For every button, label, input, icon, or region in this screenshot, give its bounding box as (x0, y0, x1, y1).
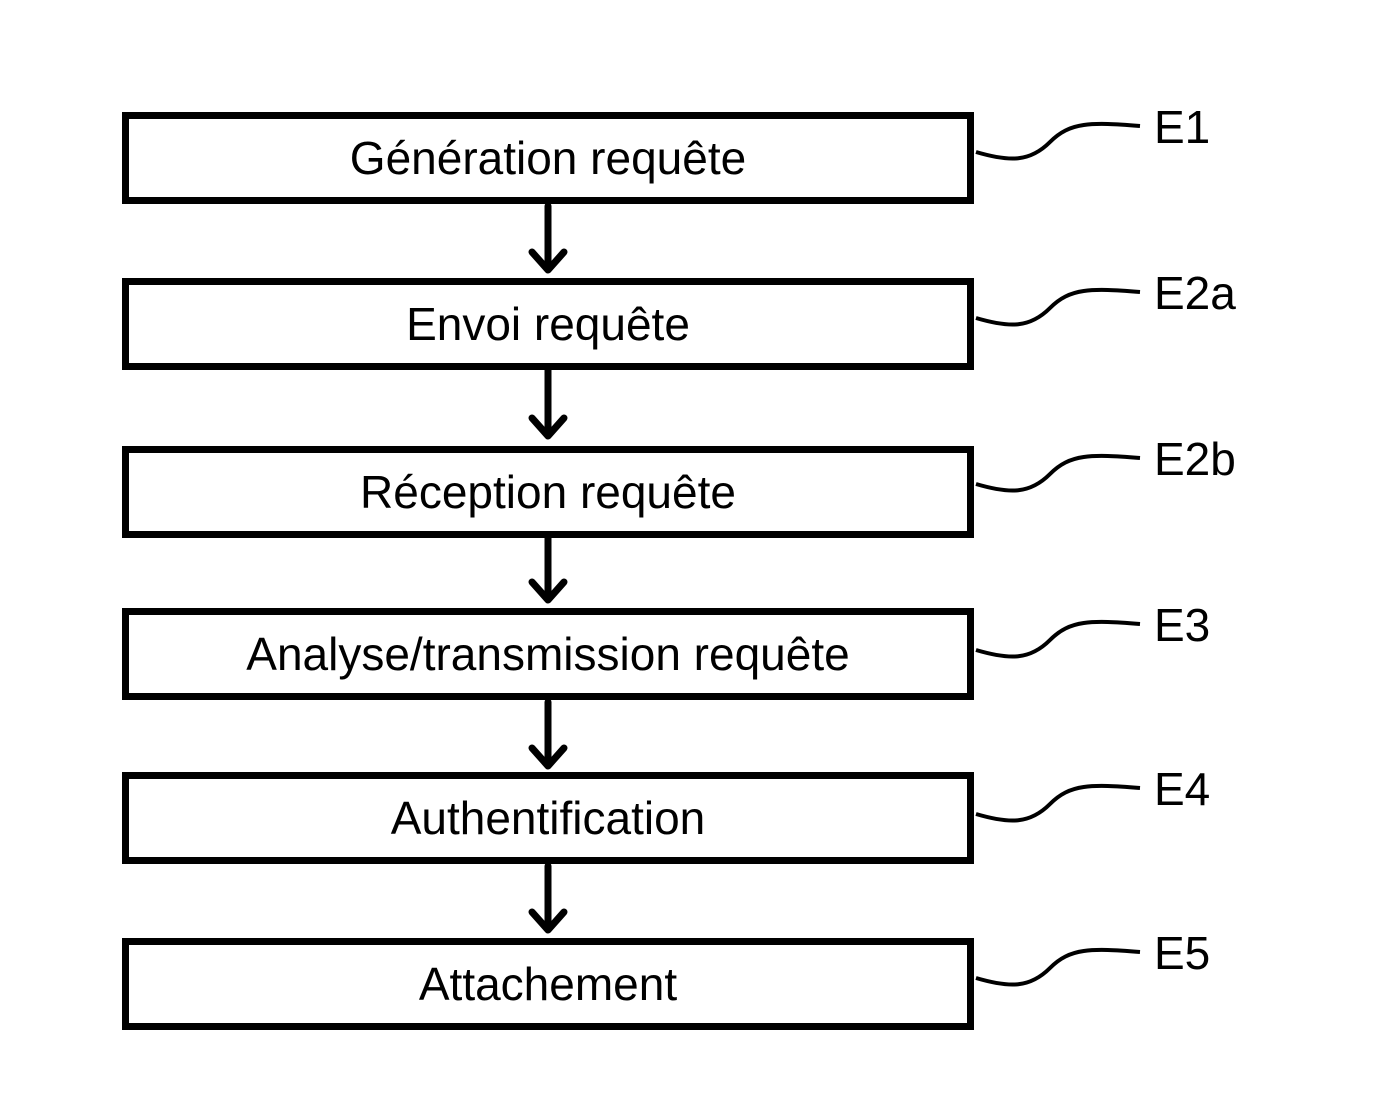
leader-line-4 (976, 622, 1140, 657)
ref-label-e2b: E2b (1154, 436, 1236, 482)
step-box-authentification: Authentification (122, 772, 974, 864)
leader-line-5 (976, 786, 1140, 821)
step-label: Génération requête (350, 131, 746, 185)
step-box-attachement: Attachement (122, 938, 974, 1030)
arrow-1-to-2 (532, 206, 564, 270)
arrow-5-to-6 (532, 866, 564, 930)
arrow-4-to-5 (532, 702, 564, 766)
ref-label-e2a: E2a (1154, 270, 1236, 316)
step-label: Envoi requête (406, 297, 690, 351)
step-box-envoi: Envoi requête (122, 278, 974, 370)
leader-line-2 (976, 290, 1140, 325)
step-label: Authentification (391, 791, 706, 845)
ref-label-e3: E3 (1154, 602, 1210, 648)
step-label: Analyse/transmission requête (246, 627, 849, 681)
ref-label-e5: E5 (1154, 930, 1210, 976)
leader-line-6 (976, 950, 1140, 985)
leader-line-3 (976, 456, 1140, 491)
arrow-2-to-3 (532, 370, 564, 436)
arrow-3-to-4 (532, 538, 564, 600)
step-box-generation: Génération requête (122, 112, 974, 204)
step-label: Réception requête (360, 465, 736, 519)
step-box-reception: Réception requête (122, 446, 974, 538)
ref-label-e1: E1 (1154, 104, 1210, 150)
ref-label-e4: E4 (1154, 766, 1210, 812)
step-box-analyse: Analyse/transmission requête (122, 608, 974, 700)
step-label: Attachement (419, 957, 677, 1011)
leader-line-1 (976, 124, 1140, 159)
